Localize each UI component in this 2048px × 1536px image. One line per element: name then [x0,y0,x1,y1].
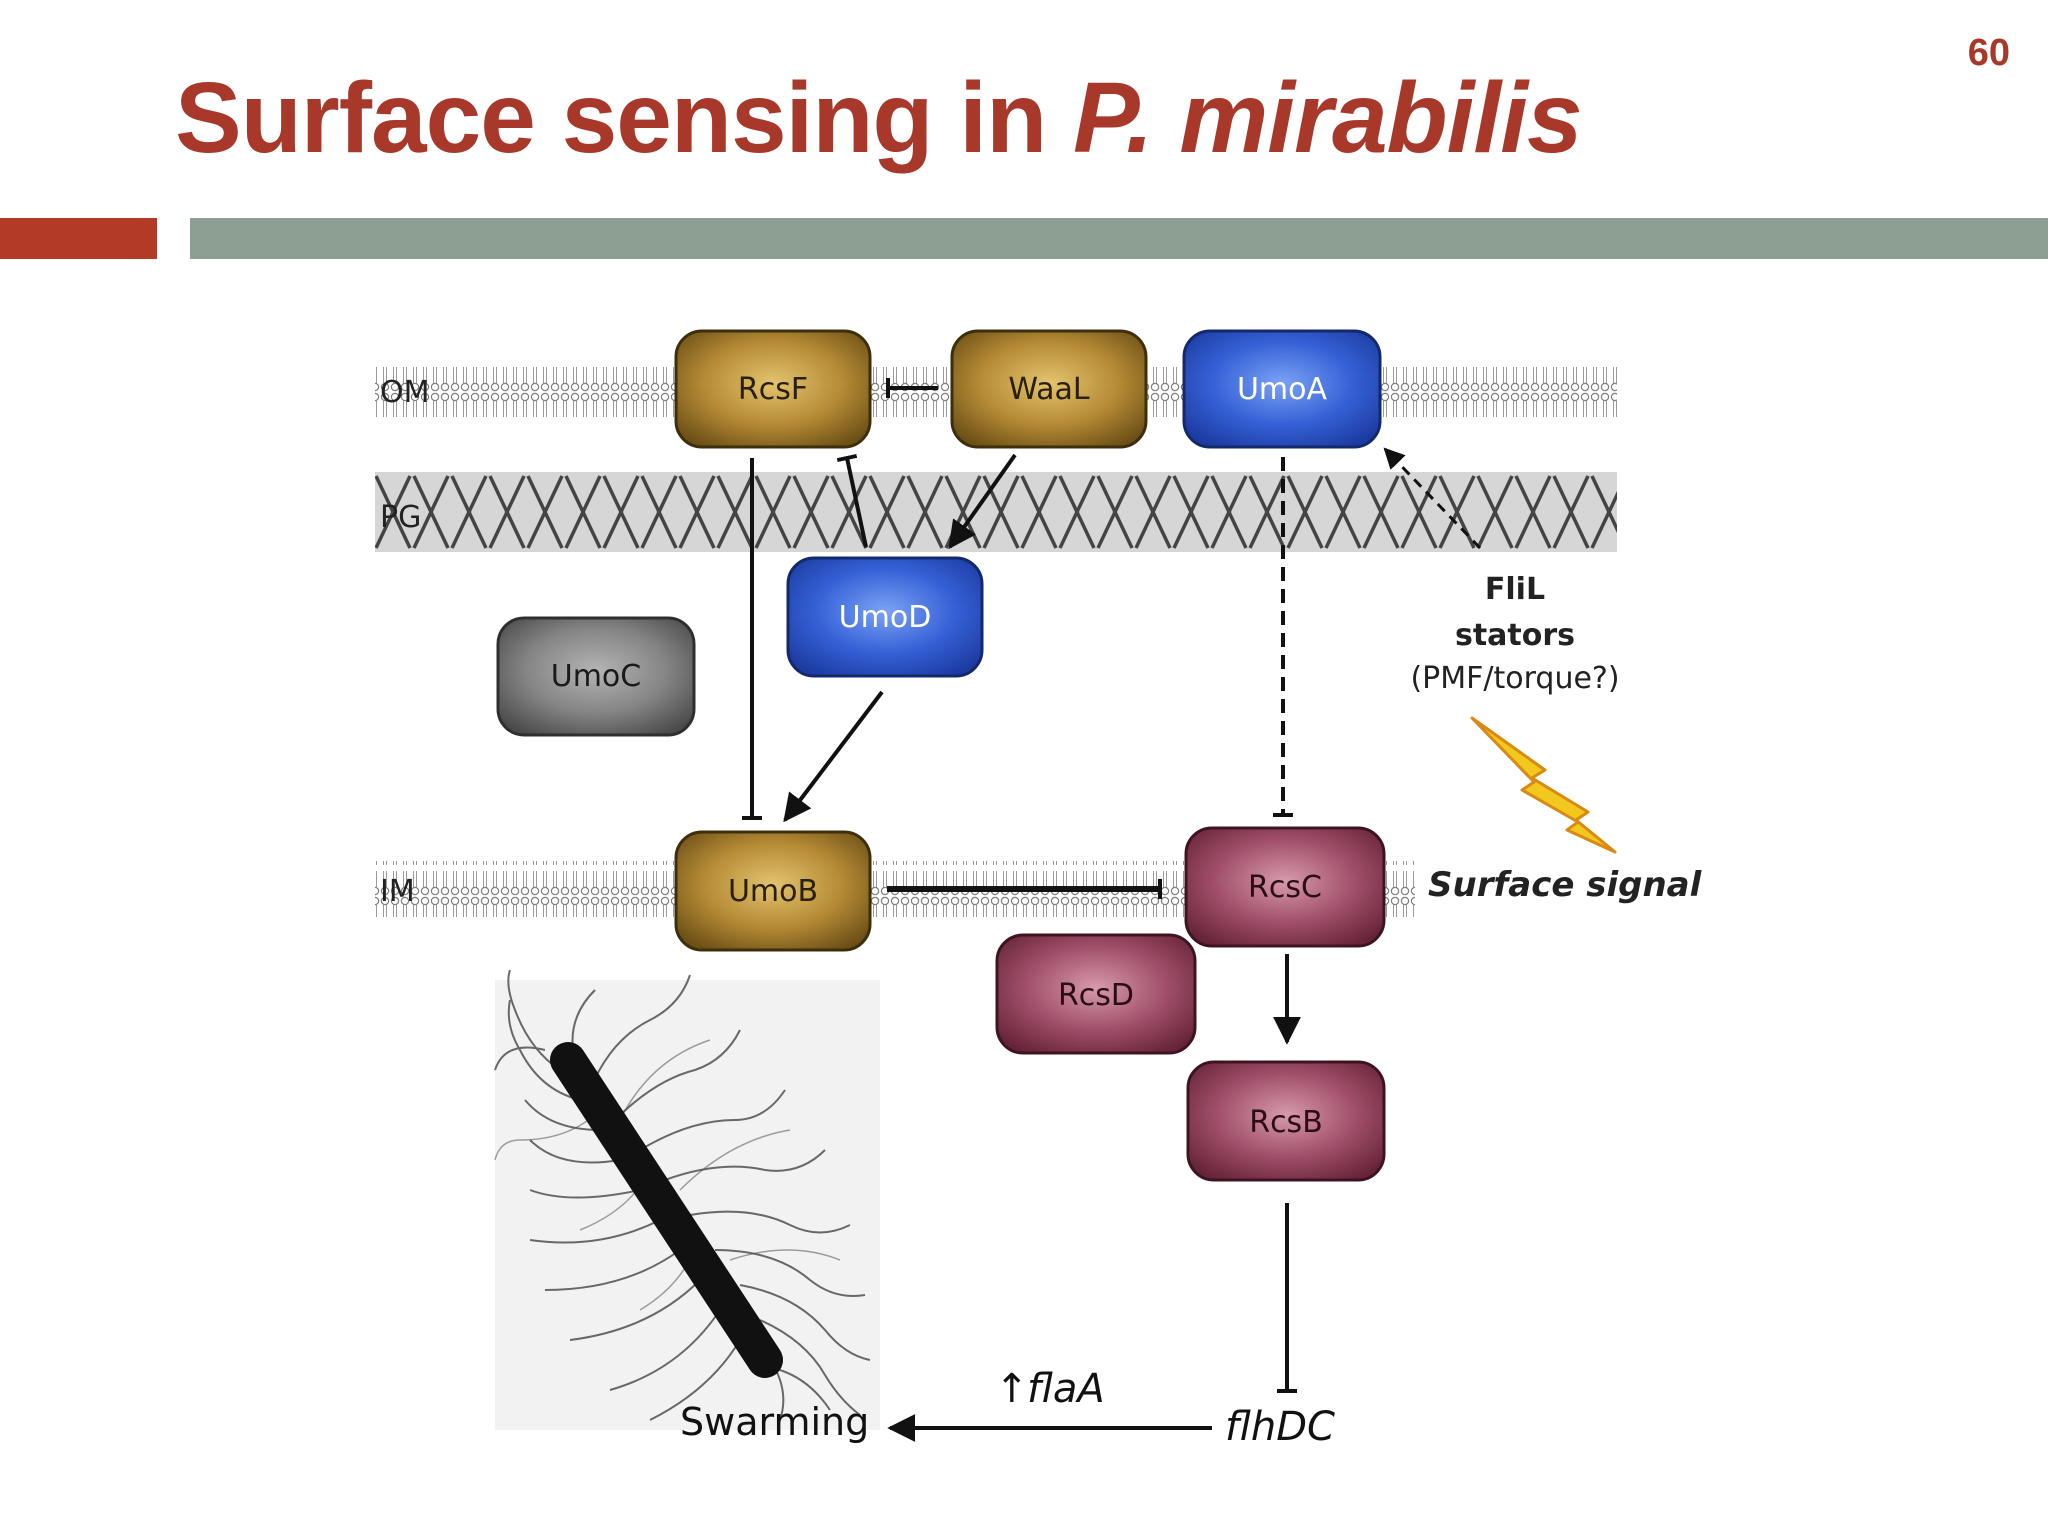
umod-activates-umob [783,690,884,823]
protein-waal: WaaL [950,329,1148,449]
rcsc-label: RcsC [1248,870,1322,905]
protein-rcsb: RcsB [1186,1060,1386,1182]
flil-to-umoa [1383,447,1482,550]
pmf-torque-label: (PMF/torque?) [1410,661,1619,696]
protein-umoa: UmoA [1182,329,1382,449]
protein-rcsd: RcsD [995,933,1197,1055]
protein-umob: UmoB [674,830,872,952]
flil-label: FliL [1485,572,1545,607]
rcsd-label: RcsD [1058,978,1134,1013]
umoc-label: UmoC [551,659,641,694]
pg-label: PG [380,500,421,535]
swarming-label: Swarming [680,1400,869,1444]
slide-title: Surface sensing in P. mirabilis [175,58,1583,178]
connectors [742,378,1482,1442]
rcsf-label: RcsF [738,372,808,407]
title-italic: P. mirabilis [1072,62,1583,174]
umob-label: UmoB [728,874,818,909]
swarmer-cell-micrograph [494,969,880,1430]
umod-inhibits-rcsf [836,453,868,548]
title-main: Surface sensing in [175,62,1073,174]
umoa-label: UmoA [1237,372,1328,407]
flaa-up-arrow: ↑ [995,1366,1029,1412]
surface-signal-label: Surface signal [1428,865,1703,905]
flaa-label: flaA [1027,1366,1105,1412]
protein-umoc: UmoC [496,616,696,737]
lightning-icon [1470,716,1617,854]
protein-rcsc: RcsC [1184,826,1386,948]
waal-activates-umod [948,453,1017,550]
accent-bar [0,218,157,259]
page-number: 60 [1967,32,2010,74]
flhdc-label: flhDC [1225,1404,1335,1450]
protein-umod: UmoD [786,556,984,678]
waal-label: WaaL [1008,372,1090,407]
om-label: OM [380,375,430,410]
umod-label: UmoD [839,600,932,635]
stators-label: stators [1455,618,1575,653]
im-label: IM [380,874,415,909]
title-rule [190,218,2048,259]
rcsb-label: RcsB [1249,1105,1323,1140]
protein-rcsf: RcsF [674,329,872,449]
